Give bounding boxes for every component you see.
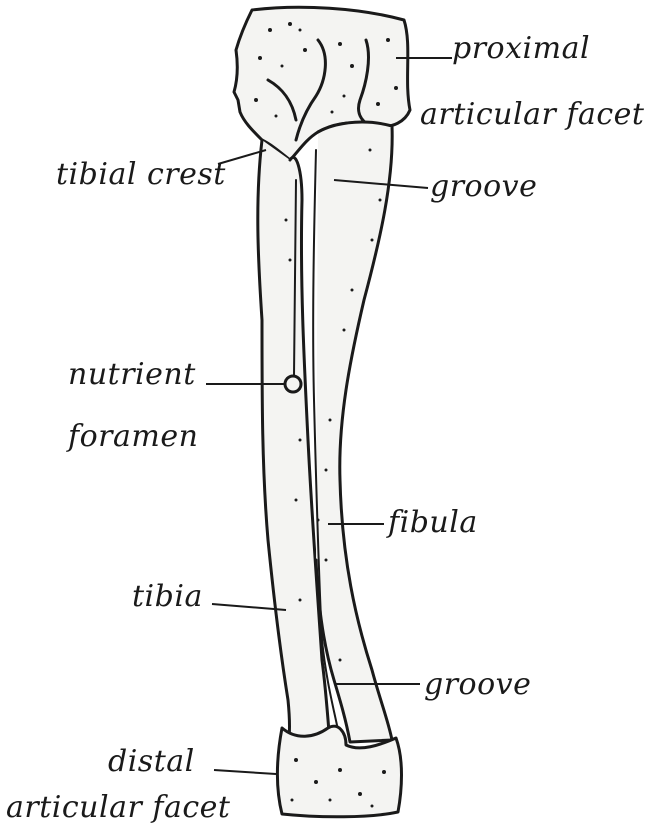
bone-drawing [234, 7, 410, 817]
leader-distal [214, 770, 276, 774]
label-distal-articular-facet-line1: distal [108, 747, 195, 777]
label-tibia: tibia [132, 582, 203, 612]
label-proximal-articular-facet-line2: articular facet [420, 100, 644, 130]
label-proximal-articular-facet-line1: proximal [452, 34, 590, 64]
label-distal-articular-facet-line2: articular facet [6, 793, 230, 823]
label-groove-bottom: groove [424, 670, 531, 700]
label-nutrient-foramen-line2: foramen [68, 422, 198, 452]
label-fibula: fibula [388, 508, 478, 538]
label-tibial-crest: tibial crest [56, 160, 226, 190]
label-groove-top: groove [430, 172, 537, 202]
fibula-shaft [316, 122, 392, 742]
nutrient-foramen [285, 376, 301, 392]
label-nutrient-foramen-line1: nutrient [68, 360, 196, 390]
